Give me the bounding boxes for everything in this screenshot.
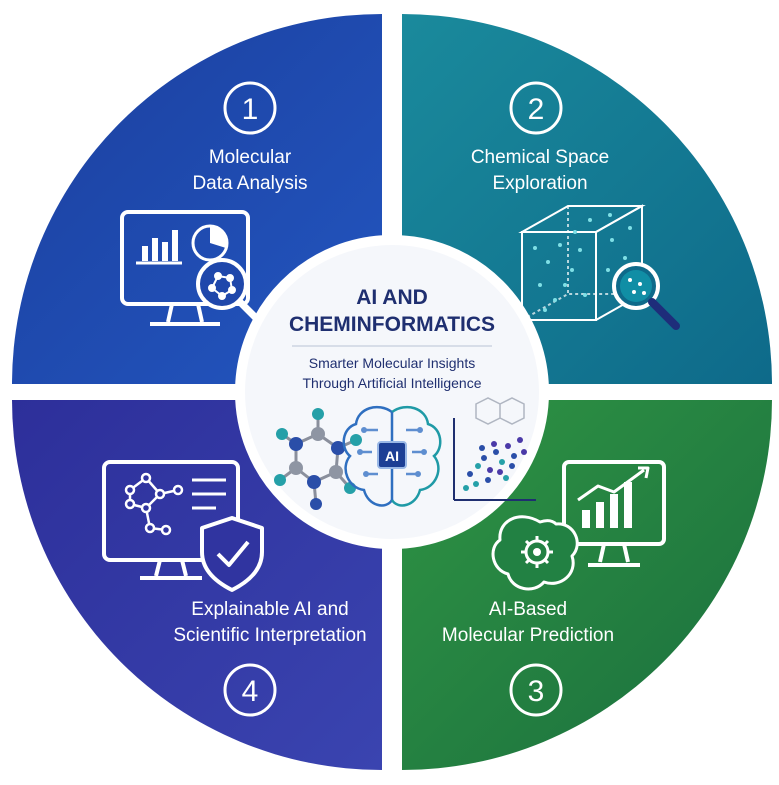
brain-gear-monitor-icon [491,460,666,591]
scatter-plot-illustration [453,397,536,501]
center-title-line1: AI AND [356,286,428,309]
center-circle [235,235,549,549]
quadrant-1-number: 1 [242,93,259,126]
center-subtitle-line1: Smarter Molecular Insights [309,355,476,371]
quadrant-3-number: 3 [528,675,545,708]
quadrant-2-number-badge: 2 [509,81,563,135]
quadrant-2-number: 2 [528,93,545,126]
ai-chip-label: AI [385,448,399,464]
center-title-line2: CHEMINFORMATICS [289,313,495,336]
quadrant-4-number-badge: 4 [223,663,277,717]
cube-magnifier-icon [518,204,680,330]
quadrant-3-number-badge: 3 [509,663,563,717]
quadrant-1-number-badge: 1 [223,81,277,135]
monitor-shield-icon [102,460,264,592]
quadrant-4-title-line1: Explainable AI and [191,599,348,620]
quadrant-3-title-line2: Molecular Prediction [442,625,614,646]
quadrant-1-title-line1: Molecular [209,147,292,168]
quadrant-2-title-line1: Chemical Space [471,147,609,168]
quadrant-1-title-line2: Data Analysis [192,173,307,194]
quadrant-2-title-line2: Exploration [492,173,587,194]
quadrant-3-title-line1: AI-Based [489,599,567,620]
quadrant-4-title-line2: Scientific Interpretation [173,625,366,646]
center-subtitle-line2: Through Artificial Intelligence [303,375,482,391]
quadrant-4-number: 4 [242,675,259,708]
brain-circuit-illustration [342,405,442,507]
